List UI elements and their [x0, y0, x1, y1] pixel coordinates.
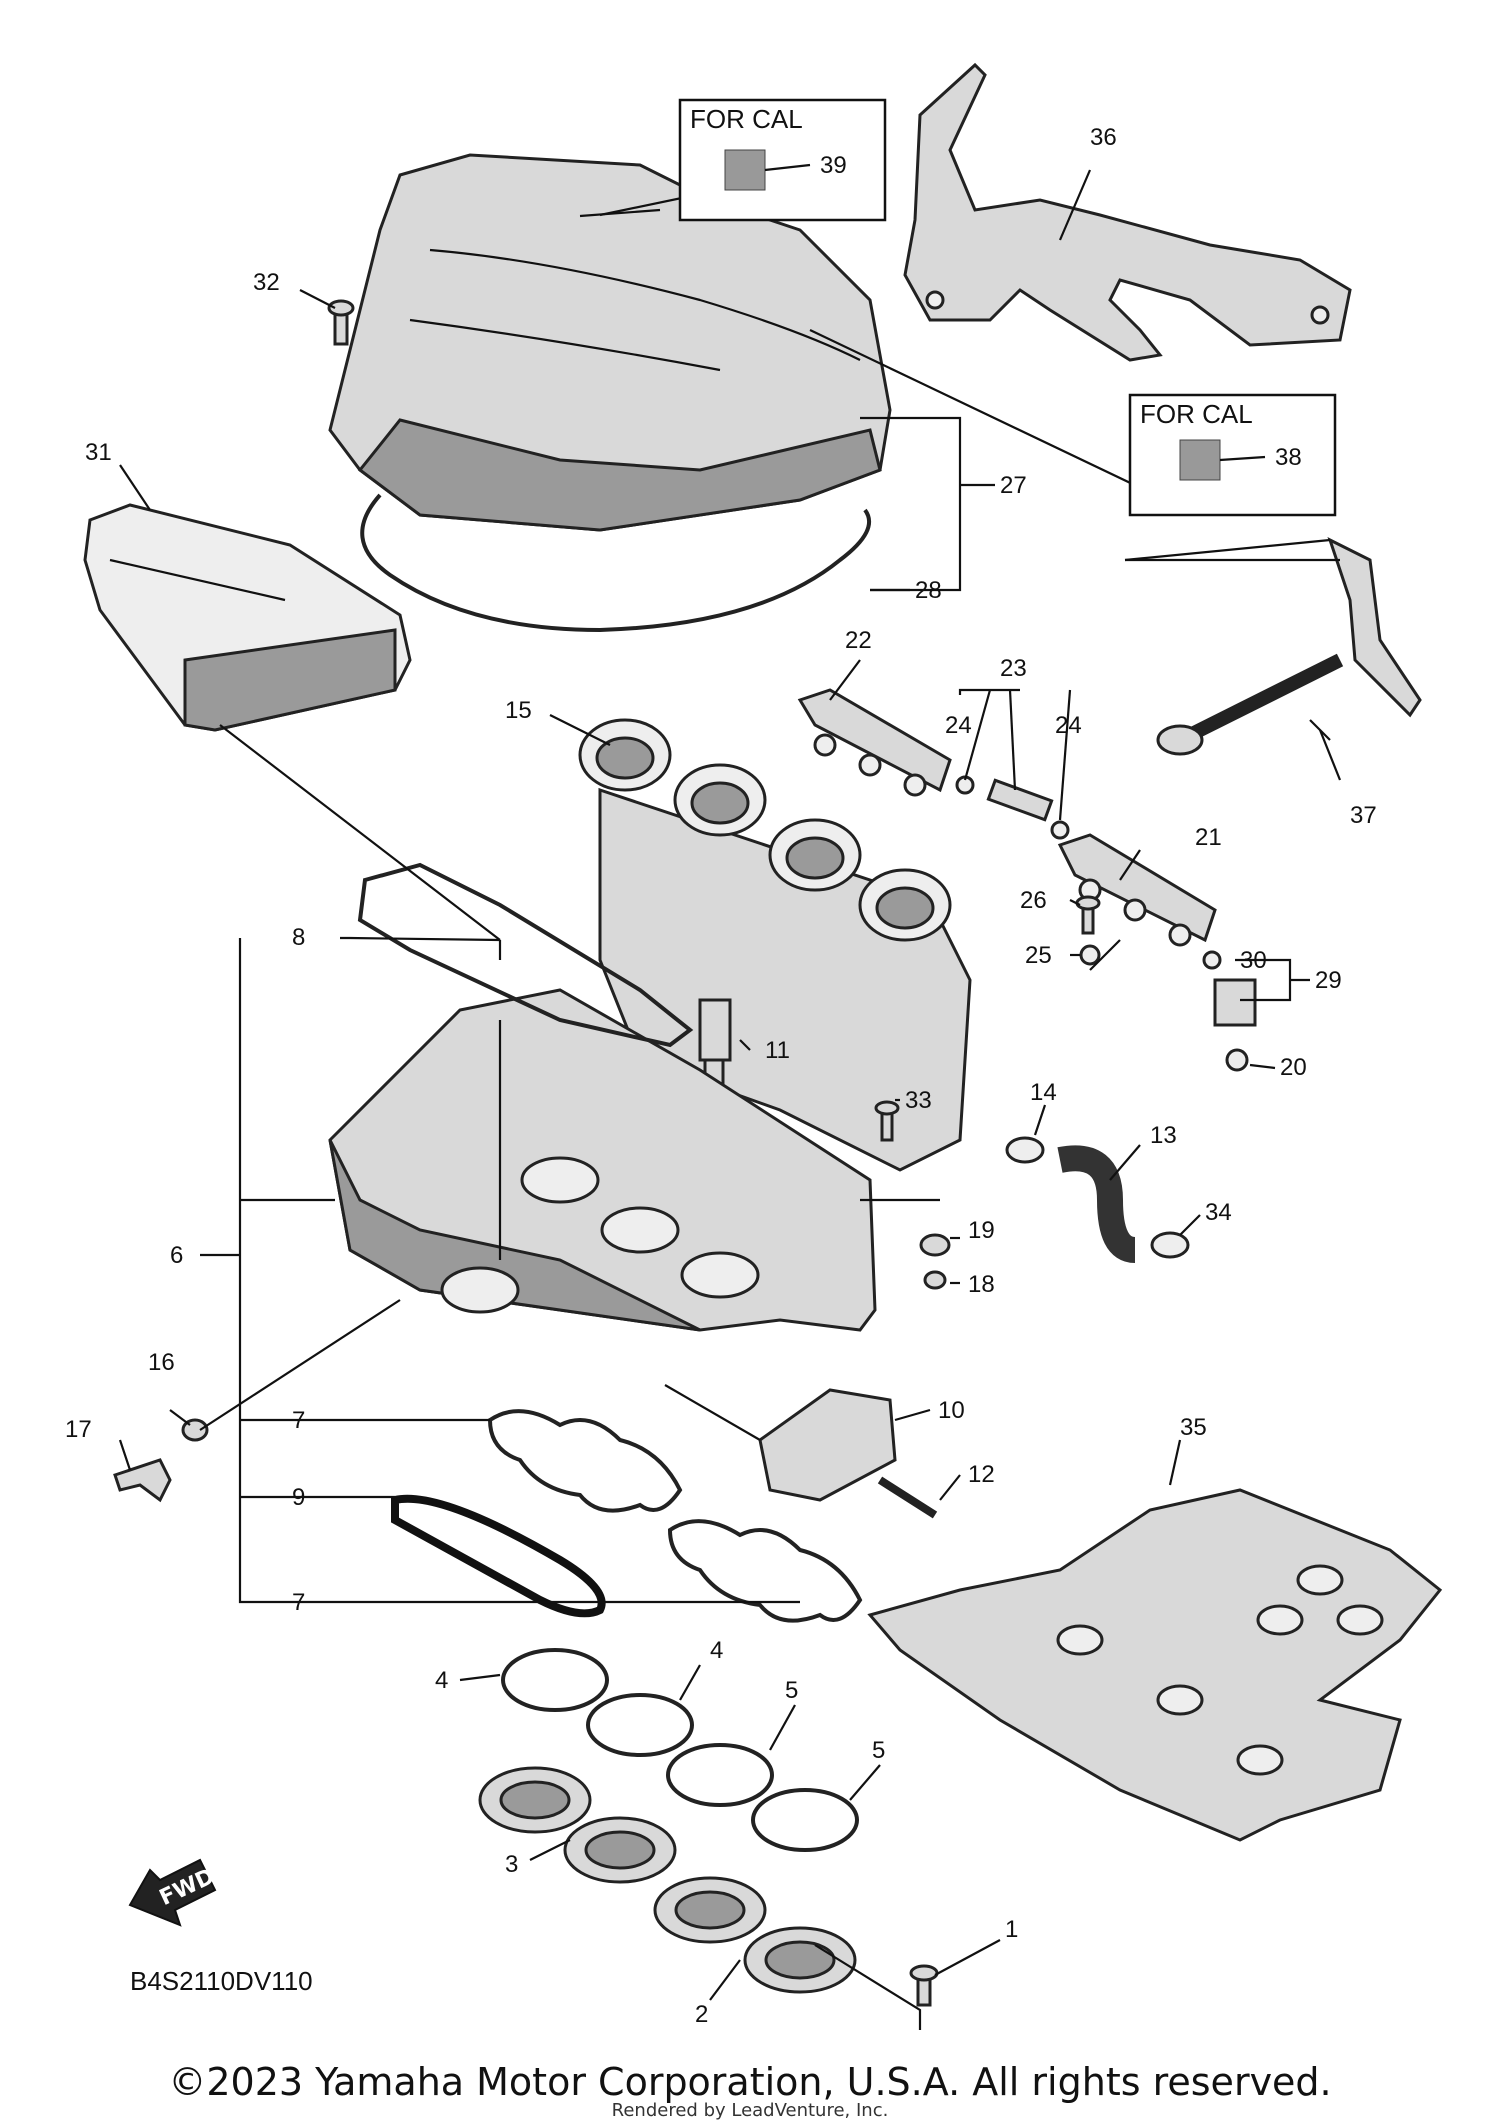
callout-33: 33 [905, 1087, 932, 1114]
part-23-joint [955, 775, 1070, 840]
part-7-gasket-lower [667, 1519, 863, 1623]
callout-36: 36 [1090, 124, 1117, 151]
callout-1: 1 [1005, 1916, 1018, 1943]
part-28-gasket [360, 493, 871, 633]
callout-3: 3 [505, 1851, 518, 1878]
for-cal-box-38: FOR CAL [1128, 393, 1337, 517]
callout-38: 38 [1275, 444, 1302, 471]
callout-8: 8 [292, 924, 305, 951]
part-26-bolt [1075, 895, 1101, 935]
part-18-collar [923, 1270, 947, 1290]
callout-5a: 5 [785, 1677, 798, 1704]
part-5-clamp-b [751, 1788, 859, 1852]
callout-7a: 7 [292, 1407, 305, 1434]
part-2-joint [653, 1876, 857, 1994]
callout-26: 26 [1020, 887, 1047, 914]
part-25-collar [1079, 944, 1101, 966]
part-33-screw [874, 1100, 900, 1142]
callout-32: 32 [253, 269, 280, 296]
part-37-hose [1156, 537, 1422, 756]
callout-28: 28 [915, 577, 942, 604]
part-34-clamp [1150, 1231, 1190, 1259]
callout-22: 22 [845, 627, 872, 654]
callout-39: 39 [820, 152, 847, 179]
callout-13: 13 [1150, 1122, 1177, 1149]
callout-11: 11 [765, 1037, 790, 1064]
callout-29: 29 [1315, 967, 1342, 994]
part-31-air-filter [83, 503, 412, 732]
callout-16: 16 [148, 1349, 175, 1376]
part-7-gasket-upper [487, 1409, 683, 1513]
fwd-arrow-icon: FWD [128, 1858, 219, 1927]
callout-17: 17 [65, 1416, 92, 1443]
rendered-by-watermark: Rendered by LeadVenture, Inc. [611, 2100, 889, 2121]
part-32-screw [327, 299, 355, 346]
callout-9: 9 [292, 1484, 305, 1511]
callout-6: 6 [170, 1242, 183, 1269]
part-35-heat-shield [867, 1488, 1443, 1842]
part-29-injector [1202, 950, 1257, 1072]
callout-4a: 4 [435, 1667, 448, 1694]
callout-10: 10 [938, 1397, 965, 1424]
callout-7b: 7 [292, 1589, 305, 1616]
callout-14: 14 [1030, 1079, 1057, 1106]
part-9-gasket [391, 1494, 606, 1618]
callout-25: 25 [1025, 942, 1052, 969]
callout-35: 35 [1180, 1414, 1207, 1441]
callout-23: 23 [1000, 655, 1027, 682]
callout-27: 27 [1000, 472, 1027, 499]
callout-4b: 4 [710, 1637, 723, 1664]
callout-24a: 24 [945, 712, 972, 739]
callout-30: 30 [1240, 947, 1267, 974]
svg-text:FOR CAL: FOR CAL [690, 104, 803, 134]
for-cal-box-39: FOR CAL [678, 98, 887, 222]
part-22-fuel-rail [797, 688, 952, 797]
part-4-clamp-b [586, 1693, 694, 1757]
callout-15: 15 [505, 697, 532, 724]
leader-lines [118, 169, 1342, 2030]
part-5-clamp-a [666, 1743, 774, 1807]
svg-text:FOR CAL: FOR CAL [1140, 399, 1253, 429]
part-10-valve [758, 1388, 897, 1502]
callout-20: 20 [1280, 1054, 1307, 1081]
callout-19: 19 [968, 1217, 995, 1244]
part-13-hose [1057, 1145, 1137, 1263]
callout-12: 12 [968, 1461, 995, 1488]
callout-34: 34 [1205, 1199, 1232, 1226]
part-12-bolt [877, 1476, 938, 1519]
part-17-bracket [113, 1458, 172, 1503]
part-8-gasket [357, 862, 694, 1048]
callout-37: 37 [1350, 802, 1377, 829]
part-4-clamp-a [501, 1648, 609, 1712]
callout-2: 2 [695, 2001, 708, 2028]
callout-24b: 24 [1055, 712, 1082, 739]
callout-18: 18 [968, 1271, 995, 1298]
part-3-joint [478, 1766, 677, 1884]
part-36-shroud [903, 62, 1352, 362]
part-19-grommet [919, 1233, 951, 1257]
callout-21: 21 [1195, 824, 1222, 851]
part-1-screw [909, 1964, 939, 2007]
callout-5b: 5 [872, 1737, 885, 1764]
drawing-code: B4S2110DV110 [130, 1966, 313, 1996]
part-27-upper-case [328, 153, 892, 532]
part-6-lower-case [328, 988, 877, 1332]
part-14-clamp [1005, 1136, 1045, 1164]
callout-labels: 1 2 3 4 4 5 5 6 7 7 8 9 10 11 12 13 14 1… [65, 124, 1377, 2028]
copyright-notice: ©2023 Yamaha Motor Corporation, U.S.A. A… [168, 2060, 1332, 2104]
callout-31: 31 [85, 439, 112, 466]
part-21-fuel-rail [1057, 833, 1217, 947]
